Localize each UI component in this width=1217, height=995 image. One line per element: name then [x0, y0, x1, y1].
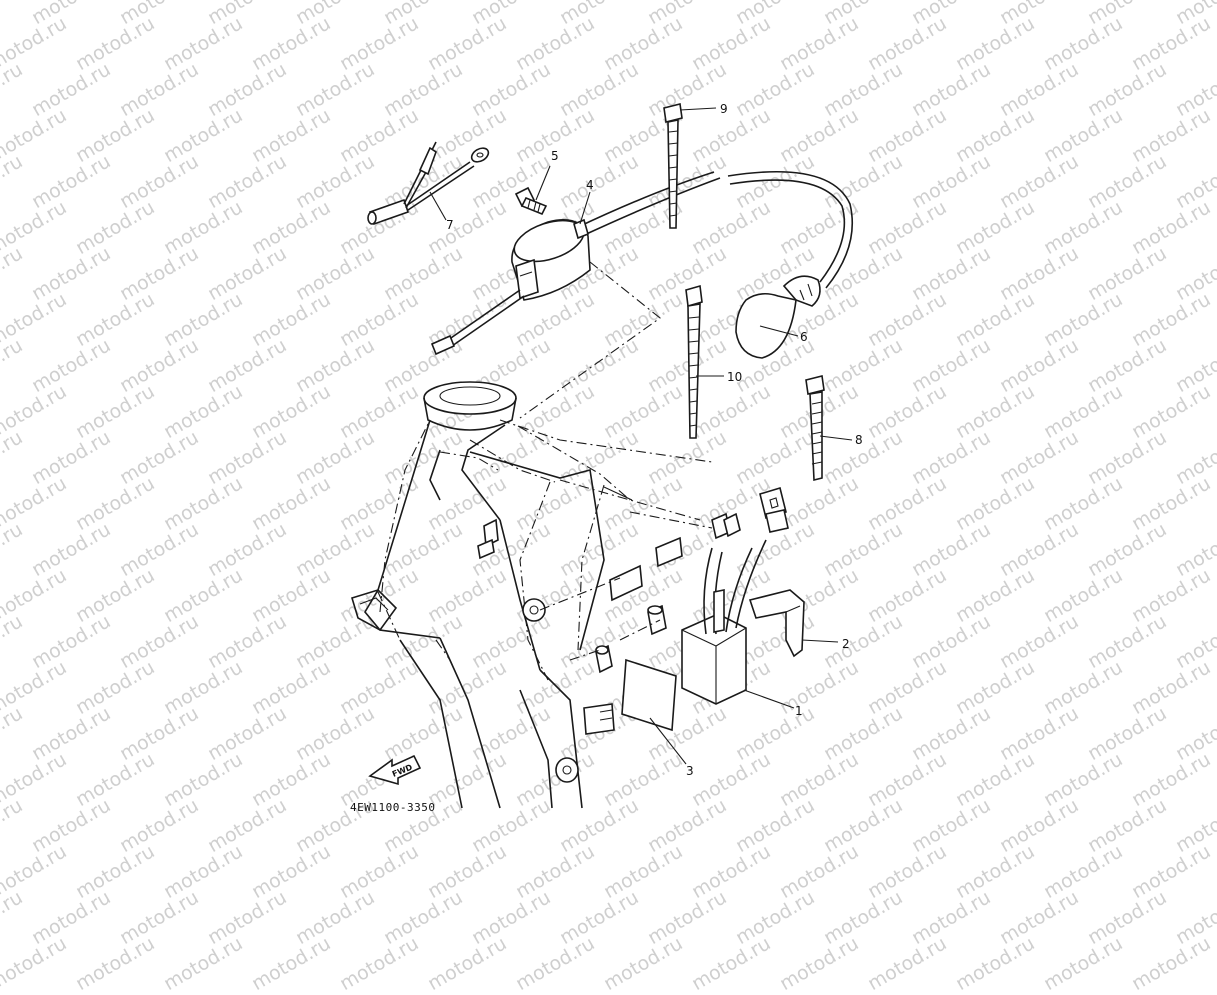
callout-7: 7 — [446, 218, 454, 232]
watermark-text: motod.ru — [1040, 932, 1127, 995]
cable-tie-8 — [805, 375, 825, 482]
watermark-text: motod.ru — [688, 932, 775, 995]
coil-bolt — [514, 186, 548, 216]
watermark-text: motod.ru — [1128, 932, 1215, 995]
callout-10: 10 — [727, 370, 743, 384]
cdi-unit — [681, 486, 789, 705]
drawing-code: 4EW1100-3350 — [350, 801, 436, 814]
watermark-text: motod.ru — [776, 932, 863, 995]
wire-lead — [367, 141, 490, 226]
assembly-lines — [469, 261, 713, 661]
diagram-drawing: FWD — [351, 103, 854, 809]
callout-2: 2 — [842, 637, 850, 651]
watermark-text: motod.ru — [952, 932, 1039, 995]
watermark-text: motod.ru — [864, 932, 951, 995]
watermark-text: motod.ru — [424, 932, 511, 995]
watermark-text: motod.ru — [336, 932, 423, 995]
fwd-arrow-icon: FWD — [368, 754, 422, 786]
watermark-text: motod.ru — [512, 932, 599, 995]
ignition-coil — [430, 171, 721, 356]
callout-5: 5 — [551, 149, 559, 163]
leader-lines — [429, 107, 853, 765]
damper-pad — [621, 658, 677, 732]
cable-tie-10 — [685, 284, 703, 439]
callout-4: 4 — [586, 178, 594, 192]
watermark-text: motod.ru — [0, 932, 71, 995]
watermark-text: motod.ru — [600, 932, 687, 995]
watermark-text: motod.ru — [160, 932, 247, 995]
watermark-text: motod.ru — [72, 932, 159, 995]
callout-6: 6 — [800, 330, 808, 344]
callout-1: 1 — [795, 704, 803, 718]
cable-tie-9 — [663, 103, 683, 229]
callout-8: 8 — [855, 433, 863, 447]
frame — [351, 381, 683, 809]
callout-9: 9 — [720, 102, 728, 116]
watermark-text: motod.ru — [248, 932, 335, 995]
plug-cap — [727, 170, 854, 359]
callout-3: 3 — [686, 764, 694, 778]
cdi-bracket — [748, 589, 805, 658]
